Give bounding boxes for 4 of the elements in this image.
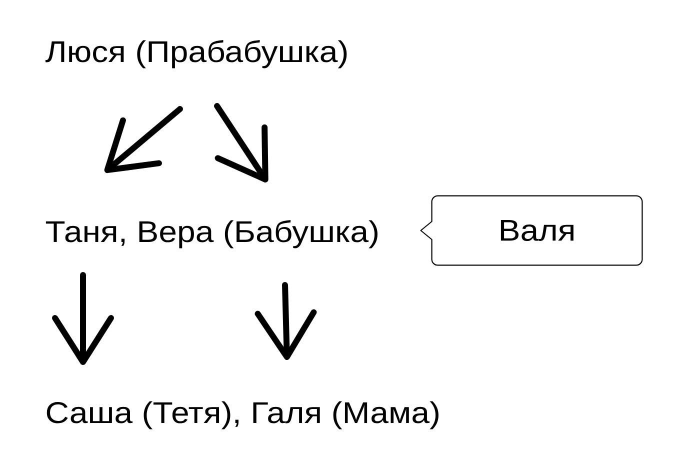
name-label: Саша (Тетя), Галя (Мама) [46,401,438,430]
name-label: Таня, Вера (Бабушка) [46,220,378,248]
name-label: Люся (Прабабушка) [46,40,347,68]
speech-bubble: Валя [420,195,643,266]
